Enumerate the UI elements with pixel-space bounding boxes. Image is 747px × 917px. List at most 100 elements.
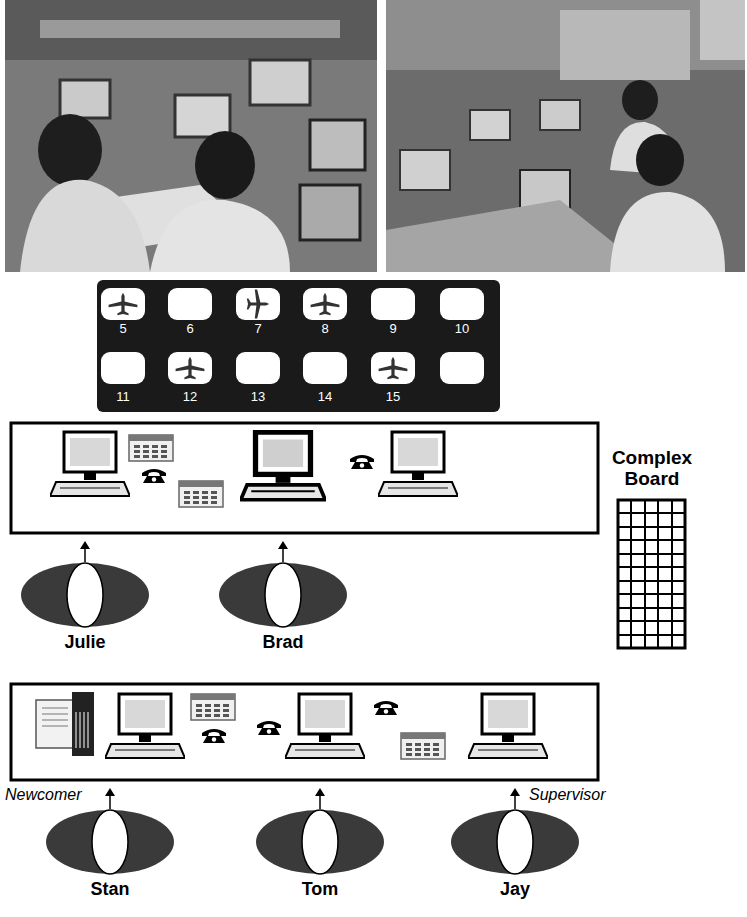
person-shoulders xyxy=(451,810,579,874)
illustration-part xyxy=(671,500,673,648)
gate-board xyxy=(97,280,500,412)
illustration-part xyxy=(371,288,415,320)
illustration-part xyxy=(168,352,212,384)
illustration-part xyxy=(42,720,68,721)
illustration-part xyxy=(175,95,230,137)
lower-desk xyxy=(11,684,598,780)
illustration-part xyxy=(241,432,326,500)
illustration-part xyxy=(60,80,110,118)
illustration-part xyxy=(42,708,68,726)
person-name: Stan xyxy=(45,879,175,900)
illustration-part xyxy=(618,553,685,555)
illustration-part xyxy=(378,432,458,496)
illustration-part xyxy=(636,134,684,186)
gate-number: 8 xyxy=(321,322,328,336)
gate-number: 13 xyxy=(251,390,265,404)
illustration-part xyxy=(97,280,500,412)
illustration-part xyxy=(105,694,185,758)
person-figure: Brad xyxy=(218,540,348,653)
illustration-part xyxy=(101,352,145,384)
illustration-part xyxy=(36,700,74,748)
gaze-arrow xyxy=(319,795,321,809)
illustration-part xyxy=(618,620,685,622)
gaze-arrowhead xyxy=(80,541,90,549)
person-head xyxy=(67,563,103,627)
gate-number: 6 xyxy=(186,322,193,336)
person-name: Tom xyxy=(255,879,385,900)
illustration-part xyxy=(540,100,580,130)
board-title: Complex Board xyxy=(602,448,702,490)
illustration-part xyxy=(11,684,598,780)
illustration-part xyxy=(101,288,484,384)
illustration-part xyxy=(644,500,646,648)
illustration-part xyxy=(38,114,102,186)
gate-number: 9 xyxy=(389,322,396,336)
illustration-part xyxy=(142,469,166,483)
gate-number: 7 xyxy=(254,322,261,336)
plane-icon xyxy=(176,357,205,379)
illustration-part xyxy=(401,733,445,759)
illustration-part xyxy=(42,708,68,709)
illustration-part xyxy=(285,694,365,758)
person-name: Jay xyxy=(450,879,580,900)
plane-icon xyxy=(311,293,340,315)
illustration-part xyxy=(618,500,685,648)
illustration-part xyxy=(72,692,94,756)
gate-number: 15 xyxy=(386,390,400,404)
illustration-part xyxy=(5,0,377,272)
person-figure: Tom xyxy=(255,787,385,900)
person-figure: Jay xyxy=(450,787,580,900)
illustration-part xyxy=(303,352,347,384)
gate-number: 11 xyxy=(116,390,130,404)
illustration-part xyxy=(618,500,685,648)
person-figure: Stan xyxy=(45,787,175,900)
gate-number: 10 xyxy=(455,322,469,336)
upper-desk xyxy=(11,423,598,533)
person-oval xyxy=(255,787,385,875)
illustration-part xyxy=(470,110,510,140)
illustration-part xyxy=(191,694,235,720)
gaze-arrowhead xyxy=(278,541,288,549)
illustration-part xyxy=(618,512,685,514)
illustration-part xyxy=(20,180,150,272)
gaze-arrowhead xyxy=(510,788,520,796)
illustration-part xyxy=(618,526,685,528)
plane-icon xyxy=(109,293,138,315)
illustration-part xyxy=(400,150,450,190)
illustration-part xyxy=(440,288,484,320)
gaze-arrowhead xyxy=(315,788,325,796)
illustration-part xyxy=(618,566,685,568)
illustration-part xyxy=(468,694,548,758)
illustration-part xyxy=(202,729,226,743)
person-oval xyxy=(20,540,150,628)
gaze-arrow xyxy=(514,795,516,809)
illustration-part xyxy=(374,701,398,715)
role-note: Supervisor xyxy=(529,786,605,804)
illustration-part xyxy=(257,721,281,735)
gate-number: 5 xyxy=(119,322,126,336)
illustration-part xyxy=(300,185,360,240)
illustration-part xyxy=(168,288,212,320)
gate-number: 14 xyxy=(318,390,332,404)
person-oval xyxy=(218,540,348,628)
illustration-part xyxy=(560,10,690,80)
person-head xyxy=(265,563,301,627)
person-name: Brad xyxy=(218,632,348,653)
illustration-part xyxy=(610,192,725,272)
illustration-part xyxy=(11,423,598,533)
illustration-part xyxy=(386,0,745,272)
plane-icon xyxy=(379,357,408,379)
illustration-part xyxy=(5,0,377,60)
illustration-part xyxy=(700,0,745,60)
illustration-part xyxy=(371,352,415,384)
printer-icon xyxy=(36,692,94,756)
person-shoulders xyxy=(46,810,174,874)
illustration-part xyxy=(195,131,255,199)
illustration-part xyxy=(80,712,81,748)
illustration-part xyxy=(630,500,632,648)
illustration-part xyxy=(84,712,85,748)
illustration-part xyxy=(42,726,68,727)
illustration-part xyxy=(76,712,77,748)
illustration-part xyxy=(40,20,340,38)
illustration-part xyxy=(618,634,685,636)
